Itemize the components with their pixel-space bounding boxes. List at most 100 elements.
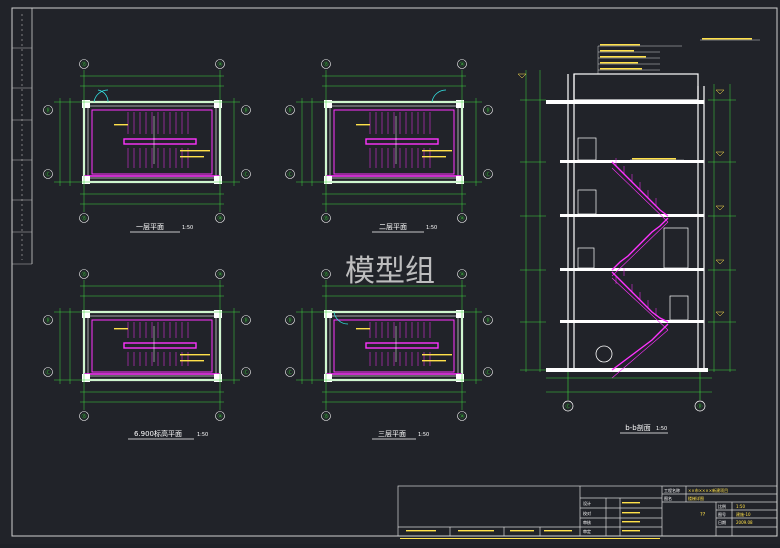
handrail bbox=[365, 138, 439, 145]
axis-label: ⑭ bbox=[217, 271, 222, 278]
watermark: 模型组 bbox=[345, 254, 435, 289]
stair-outline bbox=[333, 319, 455, 373]
column bbox=[324, 310, 332, 318]
handrail bbox=[123, 138, 197, 145]
axis-bubble bbox=[483, 367, 493, 377]
axis-bubble bbox=[43, 315, 53, 325]
column bbox=[214, 176, 222, 184]
tb-check-label: 校对 bbox=[583, 510, 591, 516]
tb-approve-label: 审定 bbox=[583, 528, 591, 534]
axis-label: Ⓒ bbox=[287, 171, 292, 178]
plan-title-1: 一层平面 bbox=[136, 223, 164, 231]
axis-bubble bbox=[285, 315, 295, 325]
axis-label: ⑭ bbox=[459, 61, 464, 68]
axis-bubble bbox=[457, 59, 467, 69]
column bbox=[82, 176, 90, 184]
section-view: Ⓒ Ⓓ bbox=[517, 38, 760, 434]
door-swing bbox=[93, 89, 109, 103]
axis-label: Ⓒ bbox=[485, 171, 490, 178]
tb-date-value: 2009.08 bbox=[736, 520, 753, 525]
column bbox=[456, 374, 464, 382]
axis-bubble bbox=[285, 169, 295, 179]
dimension-lines bbox=[296, 70, 482, 212]
column bbox=[82, 100, 90, 108]
dimension-lines bbox=[54, 280, 240, 410]
column bbox=[214, 310, 222, 318]
axis-label: Ⓒ bbox=[45, 171, 50, 178]
plan-scale-2: 1:50 bbox=[426, 225, 437, 231]
section-axis-left: Ⓒ bbox=[565, 403, 570, 410]
axis-bubble bbox=[483, 169, 493, 179]
axis-label: ⑬ bbox=[323, 61, 328, 68]
axis-label: Ⓓ bbox=[45, 317, 50, 324]
door-swing bbox=[97, 89, 109, 103]
axis-bubble bbox=[285, 367, 295, 377]
axis-bubble bbox=[483, 315, 493, 325]
plan-wall-inner bbox=[87, 105, 217, 179]
axis-label: ⑭ bbox=[217, 61, 222, 68]
stair-outline bbox=[333, 109, 455, 175]
axis-label: ⑭ bbox=[459, 271, 464, 278]
axis-bubble bbox=[215, 59, 225, 69]
plan-titles: 一层平面 1:50 二层平面 1:50 6.900标高平面 1:50 三层平面 … bbox=[128, 223, 437, 440]
stair-outline bbox=[91, 109, 213, 175]
section-scale: 1:50 bbox=[656, 426, 667, 432]
axis-label: Ⓒ bbox=[45, 369, 50, 376]
axis-bubble bbox=[215, 269, 225, 279]
tb-drawing-value: 楼梯详图 bbox=[688, 495, 704, 501]
axis-bubble bbox=[483, 105, 493, 115]
axis-label: ⑭ bbox=[459, 215, 464, 222]
axis-bubble bbox=[321, 213, 331, 223]
column bbox=[324, 100, 332, 108]
axis-label: Ⓓ bbox=[243, 107, 248, 114]
column bbox=[82, 374, 90, 382]
dimension-lines bbox=[296, 280, 482, 410]
axis-label: Ⓓ bbox=[287, 317, 292, 324]
stair-outline bbox=[91, 319, 213, 373]
section-axis-right: Ⓓ bbox=[697, 403, 702, 410]
column bbox=[324, 374, 332, 382]
tb-number: ?? bbox=[700, 512, 706, 518]
axis-label: ⑭ bbox=[459, 413, 464, 420]
note-marks bbox=[356, 328, 452, 362]
axis-label: ⑬ bbox=[323, 271, 328, 278]
axis-bubble bbox=[43, 105, 53, 115]
axis-bubble bbox=[79, 411, 89, 421]
plan-scale-3: 1:50 bbox=[197, 432, 208, 438]
axis-label: Ⓒ bbox=[243, 171, 248, 178]
note-marks bbox=[356, 124, 452, 158]
axis-label: Ⓒ bbox=[485, 369, 490, 376]
plan-title-4: 三层平面 bbox=[378, 430, 406, 438]
handrail bbox=[123, 342, 197, 349]
handrail bbox=[365, 342, 439, 349]
axis-bubble bbox=[457, 213, 467, 223]
axis-label: Ⓓ bbox=[287, 107, 292, 114]
binding-strip bbox=[12, 14, 32, 265]
dimension-lines bbox=[54, 70, 240, 212]
axis-bubble bbox=[43, 367, 53, 377]
axis-label: ⑬ bbox=[81, 61, 86, 68]
axis-label: ⑬ bbox=[81, 215, 86, 222]
tb-scale-label: 比例 bbox=[718, 503, 726, 509]
column bbox=[456, 176, 464, 184]
axis-label: ⑭ bbox=[217, 215, 222, 222]
axis-bubble bbox=[321, 269, 331, 279]
note-marks bbox=[114, 328, 210, 362]
axis-label: ⑬ bbox=[81, 413, 86, 420]
axis-label: Ⓒ bbox=[287, 369, 292, 376]
axis-bubble bbox=[79, 269, 89, 279]
column bbox=[324, 176, 332, 184]
axis-label: ⑬ bbox=[323, 215, 328, 222]
sheet-border bbox=[11, 7, 778, 537]
axis-label: Ⓓ bbox=[485, 317, 490, 324]
plan-wall-inner bbox=[329, 105, 459, 179]
axis-bubble bbox=[241, 105, 251, 115]
axis-label: Ⓓ bbox=[243, 317, 248, 324]
tb-sheet-value: 建施-10 bbox=[736, 511, 751, 517]
